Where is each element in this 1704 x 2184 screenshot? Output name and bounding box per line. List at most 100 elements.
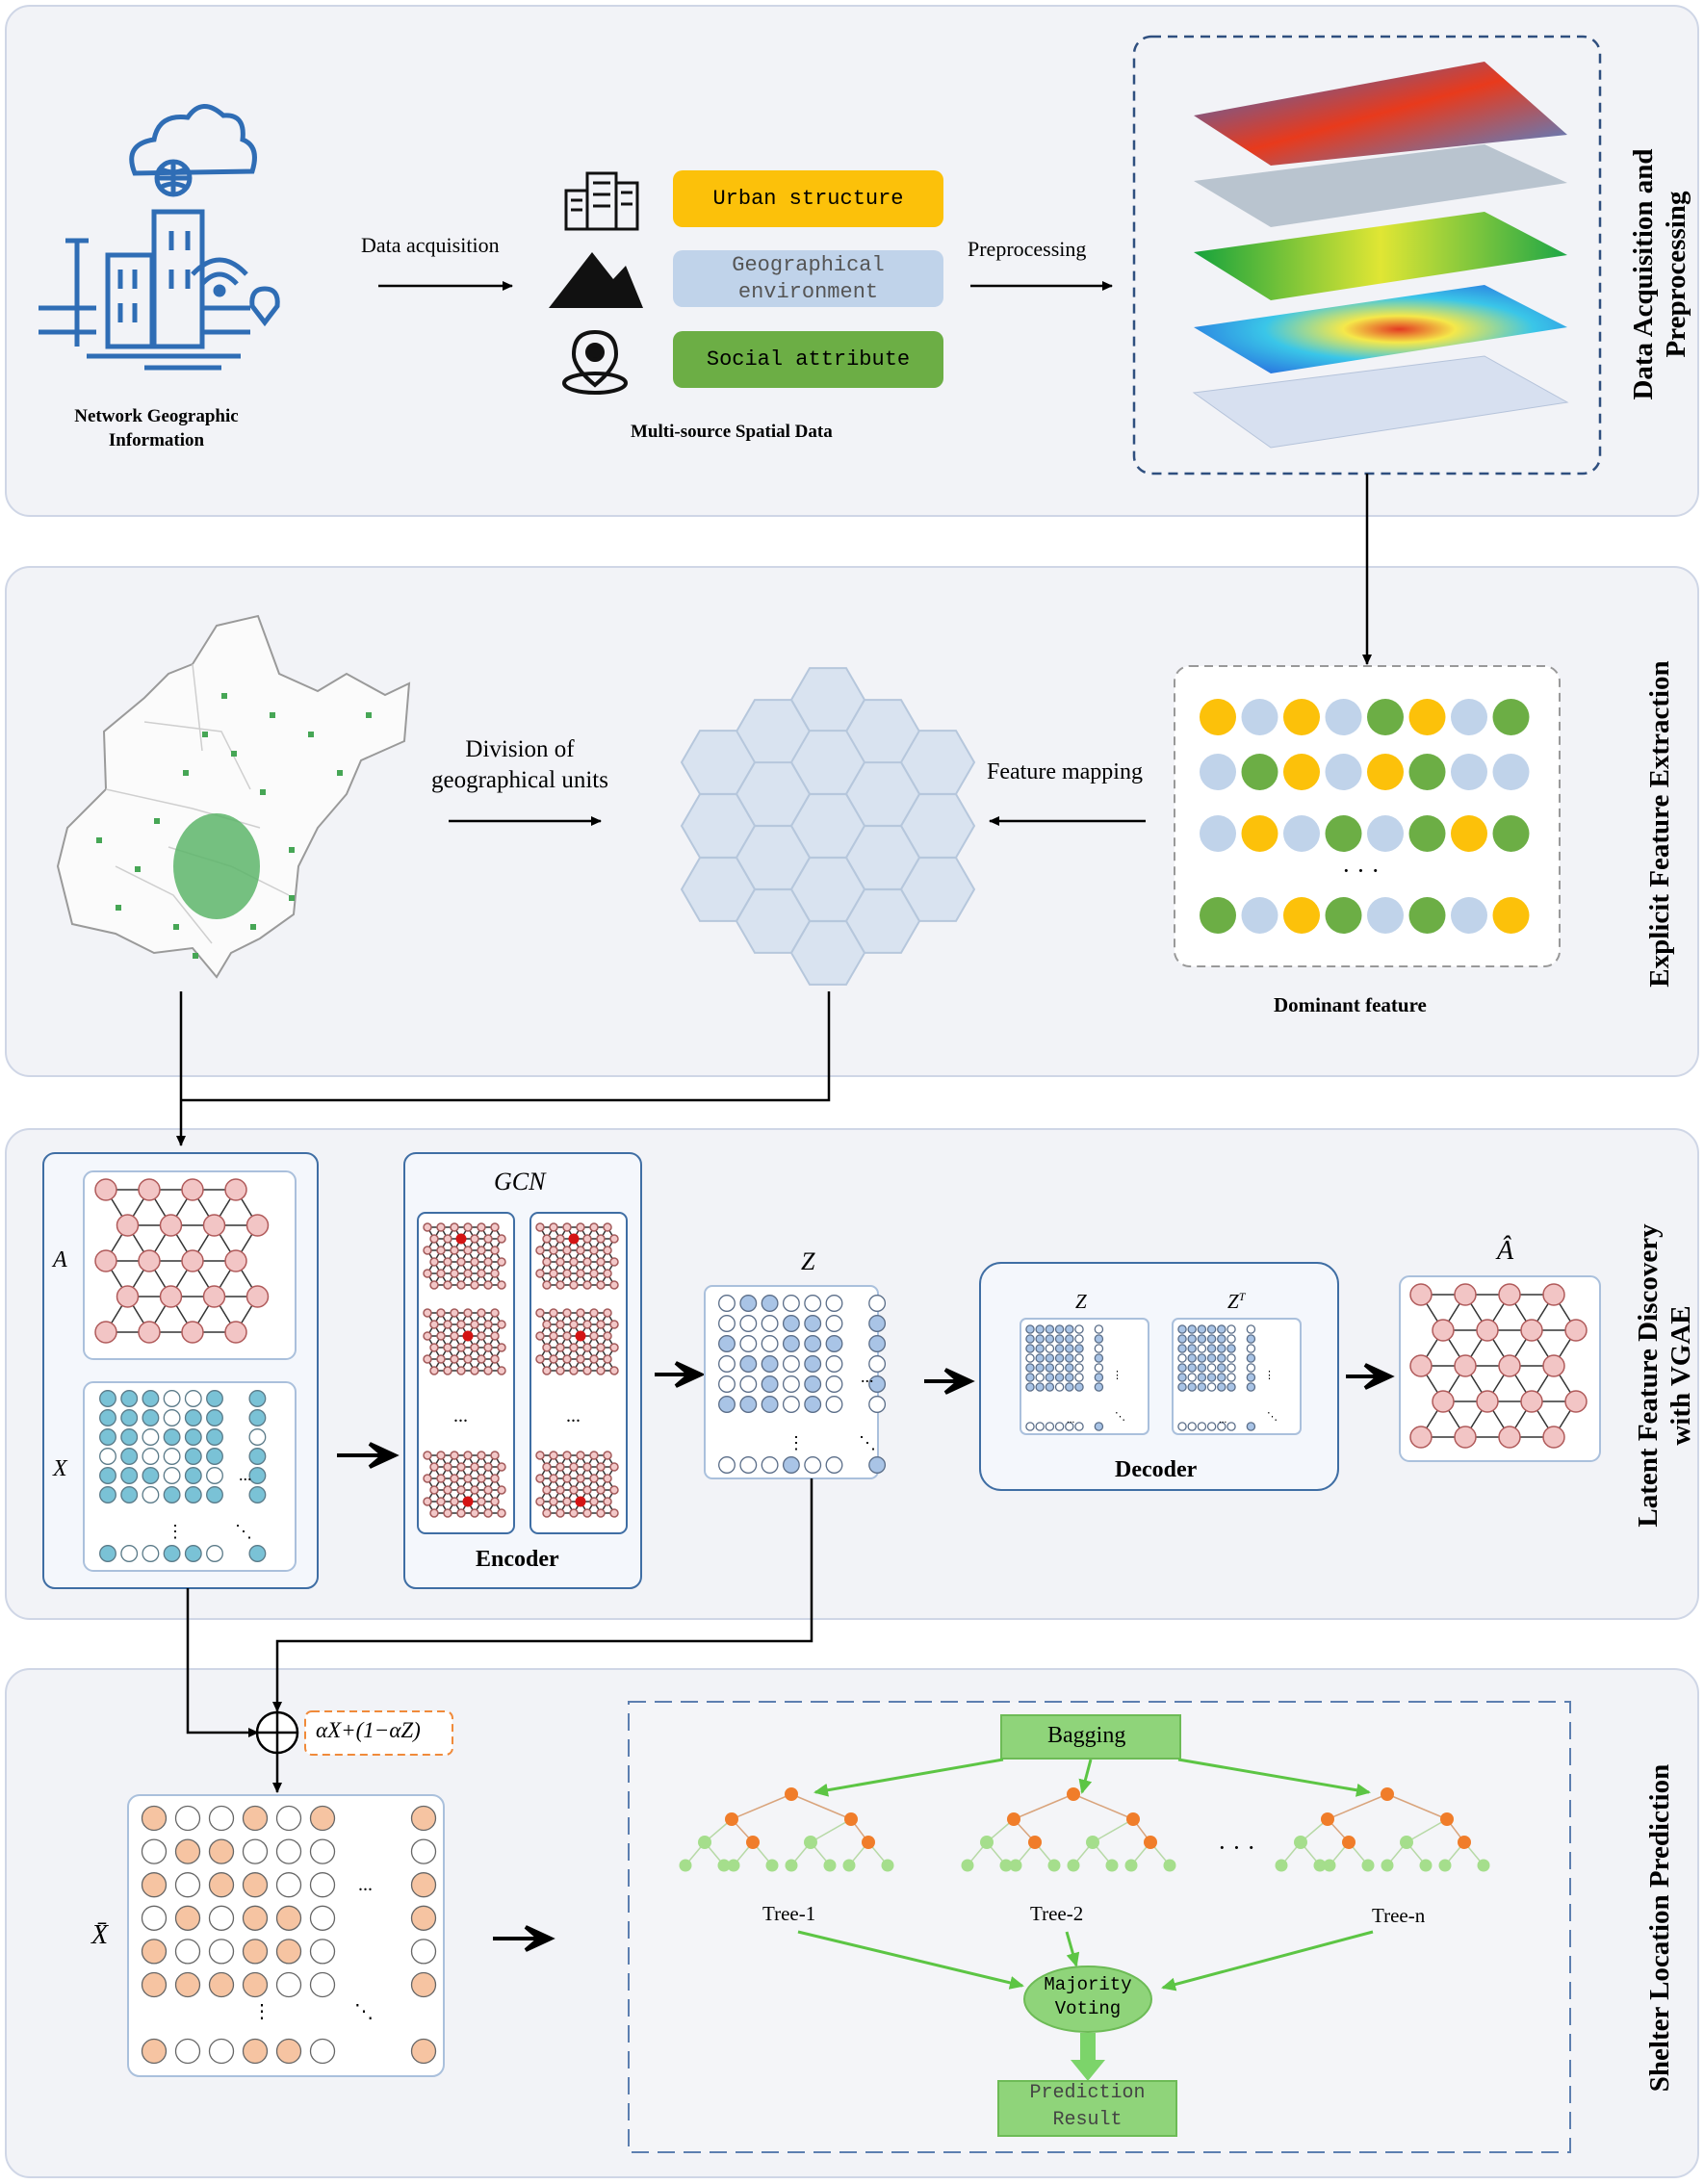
matrix-cell-empty <box>868 1355 887 1373</box>
division-line1: Division of <box>465 736 575 762</box>
matrix-cell-empty <box>825 1295 843 1312</box>
tree-node <box>785 1787 798 1801</box>
graph-node <box>1498 1426 1521 1449</box>
matrix-cell-filled <box>120 1409 139 1426</box>
graph-node <box>603 1354 612 1364</box>
matrix-cell-empty <box>1074 1363 1084 1373</box>
matrix-cell-filled <box>761 1375 779 1393</box>
feature-dot <box>1408 754 1446 790</box>
graph-node <box>490 1474 500 1483</box>
decision-trees <box>679 1787 1490 1872</box>
adjacency-graph <box>94 1178 270 1344</box>
matrix-cell-empty <box>739 1315 758 1332</box>
graph-node <box>555 1508 565 1518</box>
tree-dots: · · · <box>1218 1834 1255 1862</box>
matrix-cell-empty <box>163 1390 181 1407</box>
graph-node <box>463 1246 473 1255</box>
graph-node <box>477 1354 486 1364</box>
graph-node <box>443 1320 452 1329</box>
matrix-ddots: ⋱ <box>1267 1411 1278 1423</box>
matrix-cell-filled <box>1065 1324 1074 1334</box>
matrix-cell-filled <box>1065 1363 1074 1373</box>
matrix-cell-empty <box>1074 1353 1084 1363</box>
graph-node <box>429 1257 439 1267</box>
graph-node <box>436 1354 446 1364</box>
bagging-box <box>1000 1714 1181 1760</box>
graph-node <box>429 1280 439 1290</box>
matrix-cell-empty <box>718 1375 736 1393</box>
encoder-label: Encoder <box>476 1547 559 1572</box>
matrix-cell-empty <box>163 1409 181 1426</box>
graph-node <box>555 1485 565 1495</box>
matrix-cell-empty <box>248 1428 267 1446</box>
matrix-cell-empty <box>174 1805 201 1832</box>
tree-node <box>1067 1859 1080 1872</box>
graph-node <box>470 1485 479 1495</box>
graph-node <box>582 1508 592 1518</box>
graph-node <box>569 1366 579 1375</box>
graph-node <box>463 1222 473 1232</box>
matrix-dots: ... <box>358 1874 373 1895</box>
feature-dot <box>1241 754 1278 790</box>
graph-node <box>436 1474 446 1483</box>
matrix-cell-filled <box>120 1428 139 1446</box>
matrix-cell-empty <box>1074 1422 1084 1431</box>
matrix-cell-empty <box>275 1838 302 1864</box>
tree-node <box>823 1859 837 1872</box>
matrix-cell-filled <box>718 1335 736 1352</box>
graph-node <box>1520 1319 1543 1342</box>
tree-node <box>1007 1812 1020 1826</box>
graph-node <box>490 1331 500 1341</box>
matrix-cell-empty <box>1045 1344 1055 1353</box>
feature-dot <box>1367 699 1404 735</box>
matrix-cell-filled <box>1206 1344 1217 1353</box>
city-cloud-icon <box>39 104 280 371</box>
graph-node <box>535 1222 545 1232</box>
graph-node <box>116 1285 140 1308</box>
graph-node <box>596 1234 606 1244</box>
fused-matrix-xbar: ...⋮⋱ <box>141 1805 437 2065</box>
dec-z-label: Z <box>1075 1290 1087 1313</box>
graph-node <box>535 1451 545 1460</box>
matrix-cell-filled <box>1035 1363 1045 1373</box>
feature-dot <box>1492 815 1530 852</box>
location-pin-icon <box>562 329 628 395</box>
matrix-cell-filled <box>1065 1353 1074 1363</box>
matrix-cell-filled <box>1045 1334 1055 1344</box>
matrix-cell-filled <box>1177 1334 1187 1344</box>
graph-node <box>562 1497 572 1506</box>
graph-node <box>596 1462 606 1472</box>
matrix-cell-empty <box>804 1456 822 1474</box>
matrix-cell-filled <box>1054 1353 1065 1363</box>
feature-dot <box>1283 815 1320 852</box>
matrix-cell-filled <box>99 1409 116 1426</box>
matrix-cell-filled <box>184 1467 202 1484</box>
matrix-cell-empty <box>1035 1373 1045 1382</box>
graph-node <box>497 1485 506 1495</box>
matrix-cell-filled <box>206 1409 223 1426</box>
matrix-cell-filled <box>174 1971 201 1998</box>
tree-node <box>1323 1859 1336 1872</box>
tree-node <box>862 1836 875 1849</box>
matrix-cell-filled <box>1094 1353 1104 1363</box>
encoder-graphs <box>423 1222 619 1518</box>
graph-node <box>562 1474 572 1483</box>
graph-node <box>562 1451 572 1460</box>
graph-node <box>470 1280 479 1290</box>
matrix-cell-filled <box>184 1409 202 1426</box>
matrix-cell-filled <box>739 1396 758 1413</box>
matrix-cell-filled <box>1177 1344 1187 1353</box>
graph-node <box>582 1343 592 1352</box>
tree-node <box>679 1859 692 1872</box>
matrix-cell-filled <box>1197 1324 1207 1334</box>
tree-node <box>1047 1859 1061 1872</box>
graph-node <box>596 1320 606 1329</box>
graph-node <box>555 1343 565 1352</box>
majority-voting-ellipse <box>1023 1966 1152 2033</box>
graph-node <box>470 1257 479 1267</box>
matrix-cell-filled <box>1025 1363 1035 1373</box>
tree-node <box>1163 1859 1176 1872</box>
tree-node <box>717 1859 731 1872</box>
matrix-cell-filled <box>1035 1344 1045 1353</box>
feature-dot <box>1200 815 1236 852</box>
